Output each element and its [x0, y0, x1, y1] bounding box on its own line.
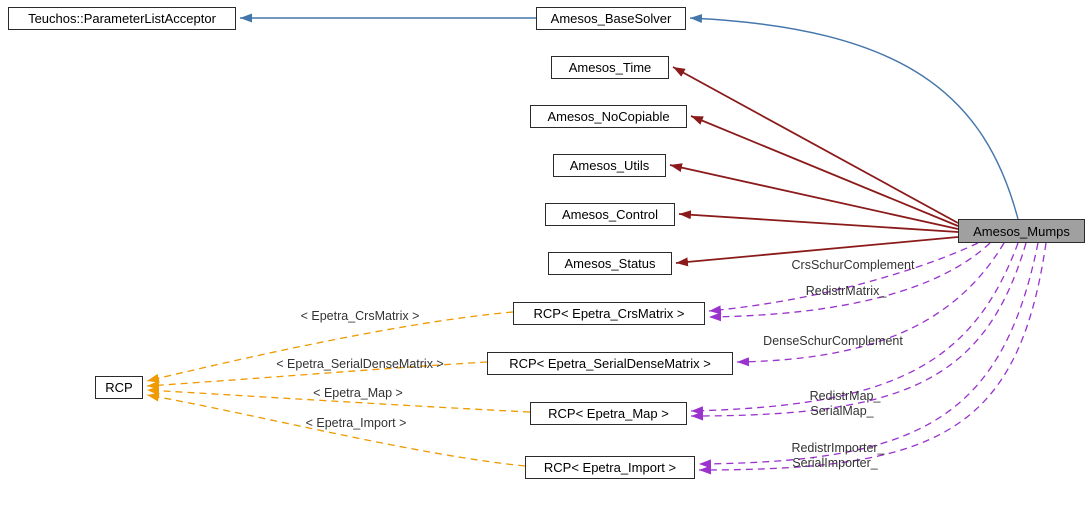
edge-template-serialdensematrix	[146, 361, 488, 390]
node-amesos-status[interactable]: Amesos_Status	[548, 252, 672, 275]
edge-label-denseschurcomplement: DenseSchurComplement	[763, 334, 903, 348]
edge-inherit-mumps-to-basesolver	[689, 14, 1019, 220]
edge-label-serialmap: SerialMap_	[810, 404, 874, 418]
edge-inherit-mumps-to-nocopiable	[690, 115, 959, 227]
edge-member-denseschurcomplement	[736, 242, 1005, 367]
edge-label-template-map: < Epetra_Map >	[313, 386, 403, 400]
node-rcp-epetra-import[interactable]: RCP< Epetra_Import >	[525, 456, 695, 479]
edge-label-redistrmatrix: RedistrMatrix_	[805, 284, 887, 298]
edge-label-template-import: < Epetra_Import >	[305, 416, 407, 430]
edge-label-serialimporter: SerialImporter_	[792, 456, 878, 470]
edge-member-serialimporter	[698, 242, 1047, 475]
node-teuchos-parameterlistacceptor[interactable]: Teuchos::ParameterListAcceptor	[8, 7, 236, 30]
node-rcp-epetra-serialdensematrix[interactable]: RCP< Epetra_SerialDenseMatrix >	[487, 352, 733, 375]
edge-label-template-serialdensematrix: < Epetra_SerialDenseMatrix >	[276, 357, 444, 371]
edge-template-import	[146, 392, 526, 467]
edge-member-redistrmatrix	[708, 242, 991, 322]
edge-inherit-mumps-to-status	[675, 236, 959, 267]
edge-label-redistrimporter: RedistrImporter_	[791, 441, 885, 455]
node-amesos-mumps[interactable]: Amesos_Mumps	[958, 219, 1085, 243]
node-rcp-epetra-crsmatrix[interactable]: RCP< Epetra_CrsMatrix >	[513, 302, 705, 325]
node-amesos-utils[interactable]: Amesos_Utils	[553, 154, 666, 177]
edge-inherit-mumps-to-control	[678, 210, 959, 233]
edge-inherit-mumps-to-utils	[669, 163, 959, 230]
node-amesos-time[interactable]: Amesos_Time	[551, 56, 669, 79]
edge-label-redistrmap: RedistrMap_	[809, 389, 881, 403]
node-amesos-basesolver[interactable]: Amesos_BaseSolver	[536, 7, 686, 30]
edge-member-crsschurcomplement	[708, 242, 979, 315]
edge-label-template-crsmatrix: < Epetra_CrsMatrix >	[300, 309, 420, 323]
edge-inherit-mumps-to-time	[672, 66, 959, 224]
edge-member-redistrimporter	[698, 242, 1039, 469]
edge-label-crsschurcomplement: CrsSchurComplement	[791, 258, 915, 272]
node-amesos-nocopiable[interactable]: Amesos_NoCopiable	[530, 105, 687, 128]
edge-member-redistrmap	[690, 242, 1019, 416]
edge-template-map	[146, 386, 531, 413]
node-rcp[interactable]: RCP	[95, 376, 143, 399]
node-rcp-epetra-map[interactable]: RCP< Epetra_Map >	[530, 402, 687, 425]
edge-template-crsmatrix	[146, 311, 514, 383]
edge-member-serialmap	[690, 242, 1027, 421]
node-amesos-control[interactable]: Amesos_Control	[545, 203, 675, 226]
